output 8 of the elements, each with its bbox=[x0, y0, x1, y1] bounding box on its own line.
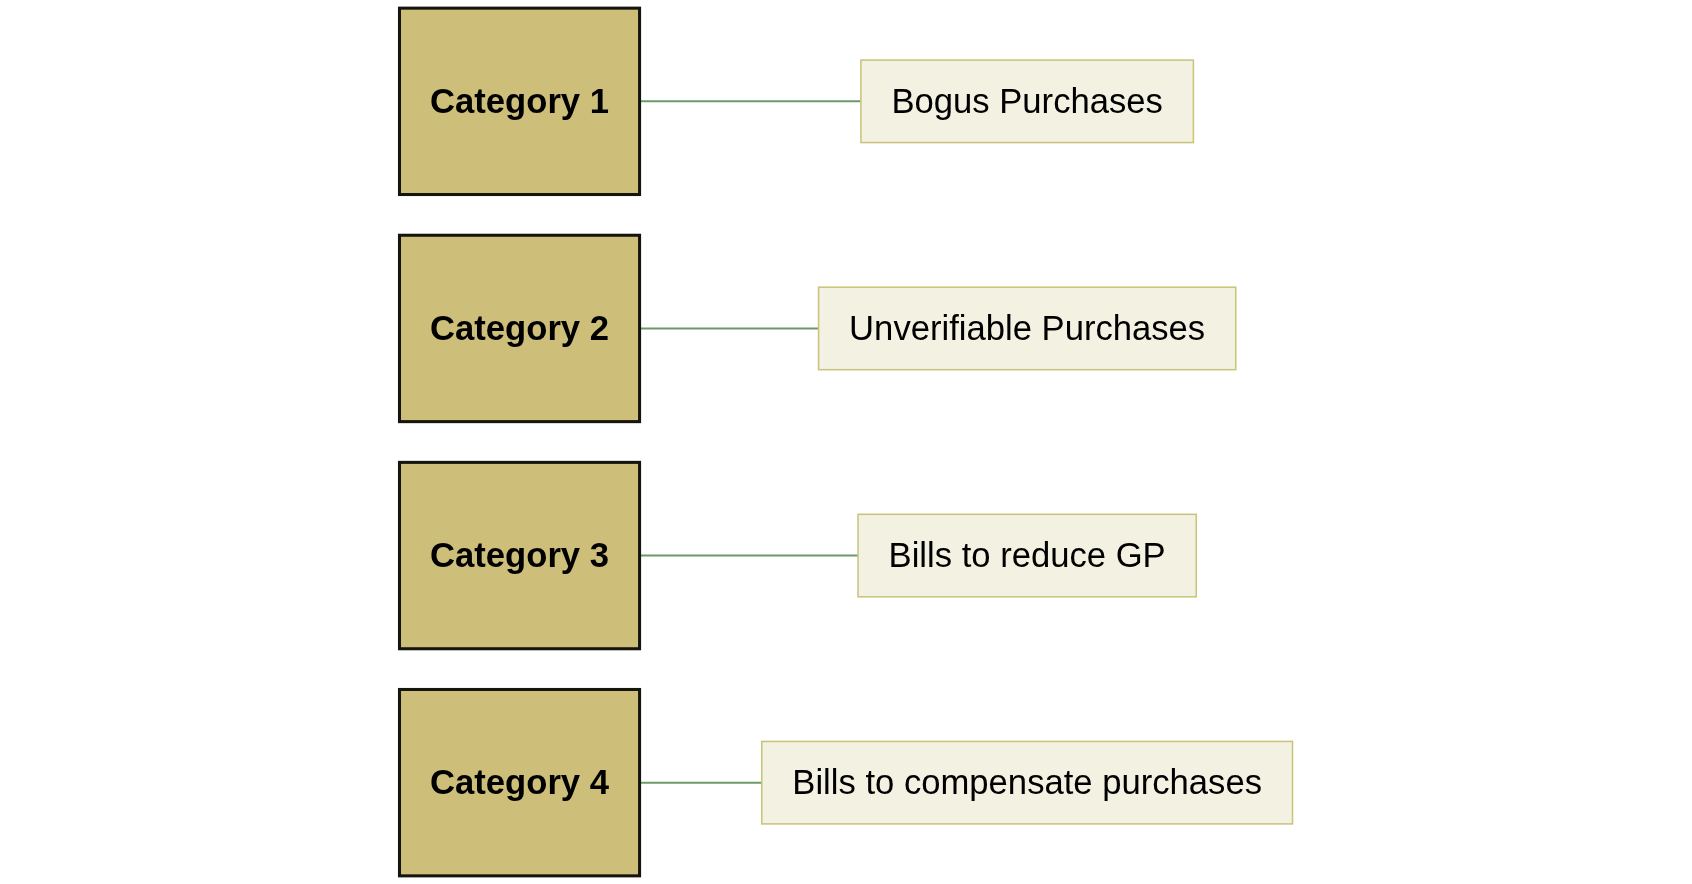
node-box: Unverifiable Purchases bbox=[817, 286, 1237, 371]
node-box: Category 3 bbox=[397, 460, 642, 651]
node-box: Category 1 bbox=[397, 6, 642, 197]
node-box: Bills to compensate purchases bbox=[761, 740, 1294, 825]
node-box: Bills to reduce GP bbox=[857, 513, 1198, 598]
node-box: Bogus Purchases bbox=[860, 59, 1195, 144]
node-box: Category 4 bbox=[397, 687, 642, 878]
node-box: Category 2 bbox=[397, 233, 642, 424]
